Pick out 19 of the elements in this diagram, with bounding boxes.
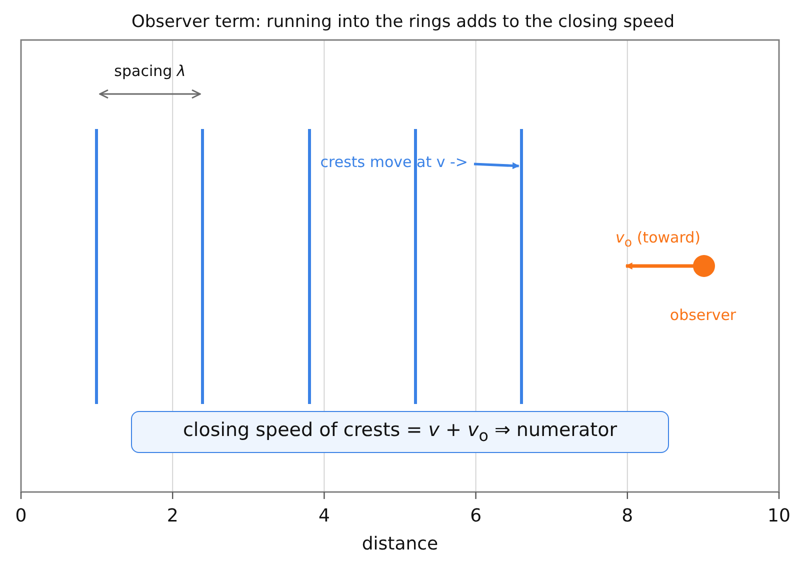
- tick-label: 8: [622, 506, 634, 526]
- tick-label: 4: [318, 506, 330, 526]
- arrow: [474, 162, 520, 170]
- dimension-label: spacing λ: [114, 62, 186, 80]
- tick-label: 2: [166, 506, 178, 526]
- wave-crest-line: [414, 129, 417, 404]
- wave-crest-line: [95, 129, 98, 404]
- tick-label: 0: [15, 506, 27, 526]
- annotation-text: crests move at v ->: [288, 151, 468, 173]
- velocity-label: v$_{o}$ (toward): [616, 228, 700, 250]
- formula-box: closing speed of crests = v + v$_{o}$ ⇒ numerator: [131, 411, 669, 453]
- tick-label: 6: [470, 506, 482, 526]
- wave-crest-line: [308, 129, 311, 404]
- wave-crest-line: [201, 129, 204, 404]
- tick-label: 10: [768, 506, 790, 526]
- wave-crest-line: [520, 129, 523, 404]
- observer-label: observer: [670, 306, 736, 324]
- chart-title: Observer term: running into the rings adds to the closing speed: [131, 12, 675, 32]
- axis-title: distance: [362, 534, 438, 554]
